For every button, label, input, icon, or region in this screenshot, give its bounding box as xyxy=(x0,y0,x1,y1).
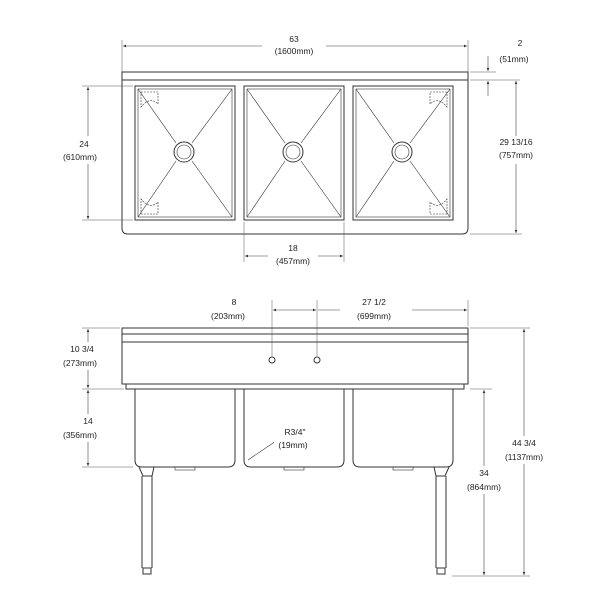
faucet-offset-mm: (699mm) xyxy=(357,311,391,321)
backsplash-height-in: 10 3/4 xyxy=(70,344,94,354)
overall-height-mm: (1137mm) xyxy=(505,452,543,462)
top-view: 63 (1600mm) xyxy=(62,33,538,268)
bowl-depth-mm: (610mm) xyxy=(63,152,97,162)
rim-height-in: 34 xyxy=(479,468,489,478)
bowl-left xyxy=(134,85,236,221)
bowl-width-in: 18 xyxy=(288,243,298,253)
overall-width-in: 63 xyxy=(289,34,299,44)
leg-left xyxy=(138,466,155,575)
bowl-front-right xyxy=(352,389,454,468)
sink-top-outline xyxy=(121,79,469,235)
faucet-hole-left xyxy=(268,356,276,364)
bowl-right xyxy=(352,85,454,221)
overall-height-in: 44 3/4 xyxy=(512,438,536,448)
leg-right xyxy=(433,466,450,575)
overall-width-mm: (1600mm) xyxy=(275,46,314,56)
faucet-spacing-mm: (203mm) xyxy=(211,311,245,321)
faucet-offset-in: 27 1/2 xyxy=(362,297,386,307)
rim-height-mm: (864mm) xyxy=(467,482,501,492)
corner-radius-in: R3/4" xyxy=(285,427,306,437)
radius-leader xyxy=(247,440,277,461)
overall-depth-in: 29 13/16 xyxy=(499,137,532,147)
faucet-spacing-in: 8 xyxy=(232,297,237,307)
bowl-front-left xyxy=(134,389,236,468)
drain-left xyxy=(173,141,195,163)
faucet-hole-right xyxy=(313,356,321,364)
bowl-height-in: 14 xyxy=(83,416,93,426)
corner-radius-mm: (19mm) xyxy=(278,440,307,450)
backsplash-top xyxy=(121,71,469,81)
backsplash-mm: (51mm) xyxy=(499,54,528,64)
bowl-height-mm: (356mm) xyxy=(63,430,97,440)
backsplash-in: 2 xyxy=(518,38,523,48)
overall-depth-mm: (757mm) xyxy=(499,150,533,160)
bowl-width-mm: (457mm) xyxy=(276,256,310,266)
bowl-middle xyxy=(243,85,345,221)
drain-middle xyxy=(282,141,304,163)
front-apron xyxy=(121,341,469,385)
backsplash-height-mm: (273mm) xyxy=(63,358,97,368)
front-view: 8 (203mm) 27 1/2 (699mm) 10 3/4 (273mm) … xyxy=(60,296,547,577)
bowl-depth-in: 24 xyxy=(79,139,89,149)
backsplash-front xyxy=(121,327,469,335)
drain-right xyxy=(391,141,413,163)
